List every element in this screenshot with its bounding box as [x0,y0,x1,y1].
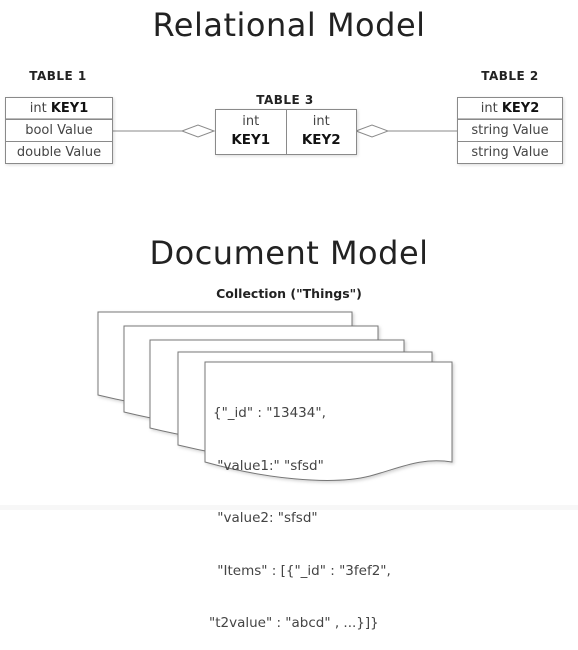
document-json-content: {"_id" : "13434", "value1:" "sfsd" "valu… [209,370,391,650]
table1-label: TABLE 1 [29,69,87,83]
json-line: "value2: "sfsd" [213,510,318,526]
table1-row-value: double Value [16,145,102,160]
table1-row-key: int KEY1 [6,98,112,120]
json-line: "Items" : [{"_id" : "3fef2", [213,562,391,579]
table2: int KEY2 string Value string Value [457,97,563,164]
table2-label: TABLE 2 [481,69,539,83]
document-model-title: Document Model [149,234,429,272]
table1: int KEY1 bool Value double Value [5,97,113,164]
json-line: "t2value" : "abcd" , ...}]} [209,615,379,631]
table2-row-value: string Value [471,145,549,160]
bottom-divider [0,505,578,510]
table2-row-key: int KEY2 [458,98,562,120]
document-stack [97,311,453,481]
collection-label: Collection ("Things") [216,286,362,301]
relational-model-title: Relational Model [152,6,426,44]
relationship-connectors [111,124,457,138]
document-page-front [204,361,453,481]
table3-col-key2: int KEY2 [285,110,357,154]
json-line: "value1:" "sfsd" [213,457,324,474]
table3-label: TABLE 3 [256,93,314,107]
table2-row-value: string Value [458,120,562,142]
json-line: {"_id" : "13434", [213,405,326,421]
table3: int KEY1 int KEY2 [215,109,357,155]
table3-col-key1: int KEY1 [231,114,271,148]
table1-row-value: bool Value [6,120,112,142]
diamond-table3-left [180,124,216,138]
